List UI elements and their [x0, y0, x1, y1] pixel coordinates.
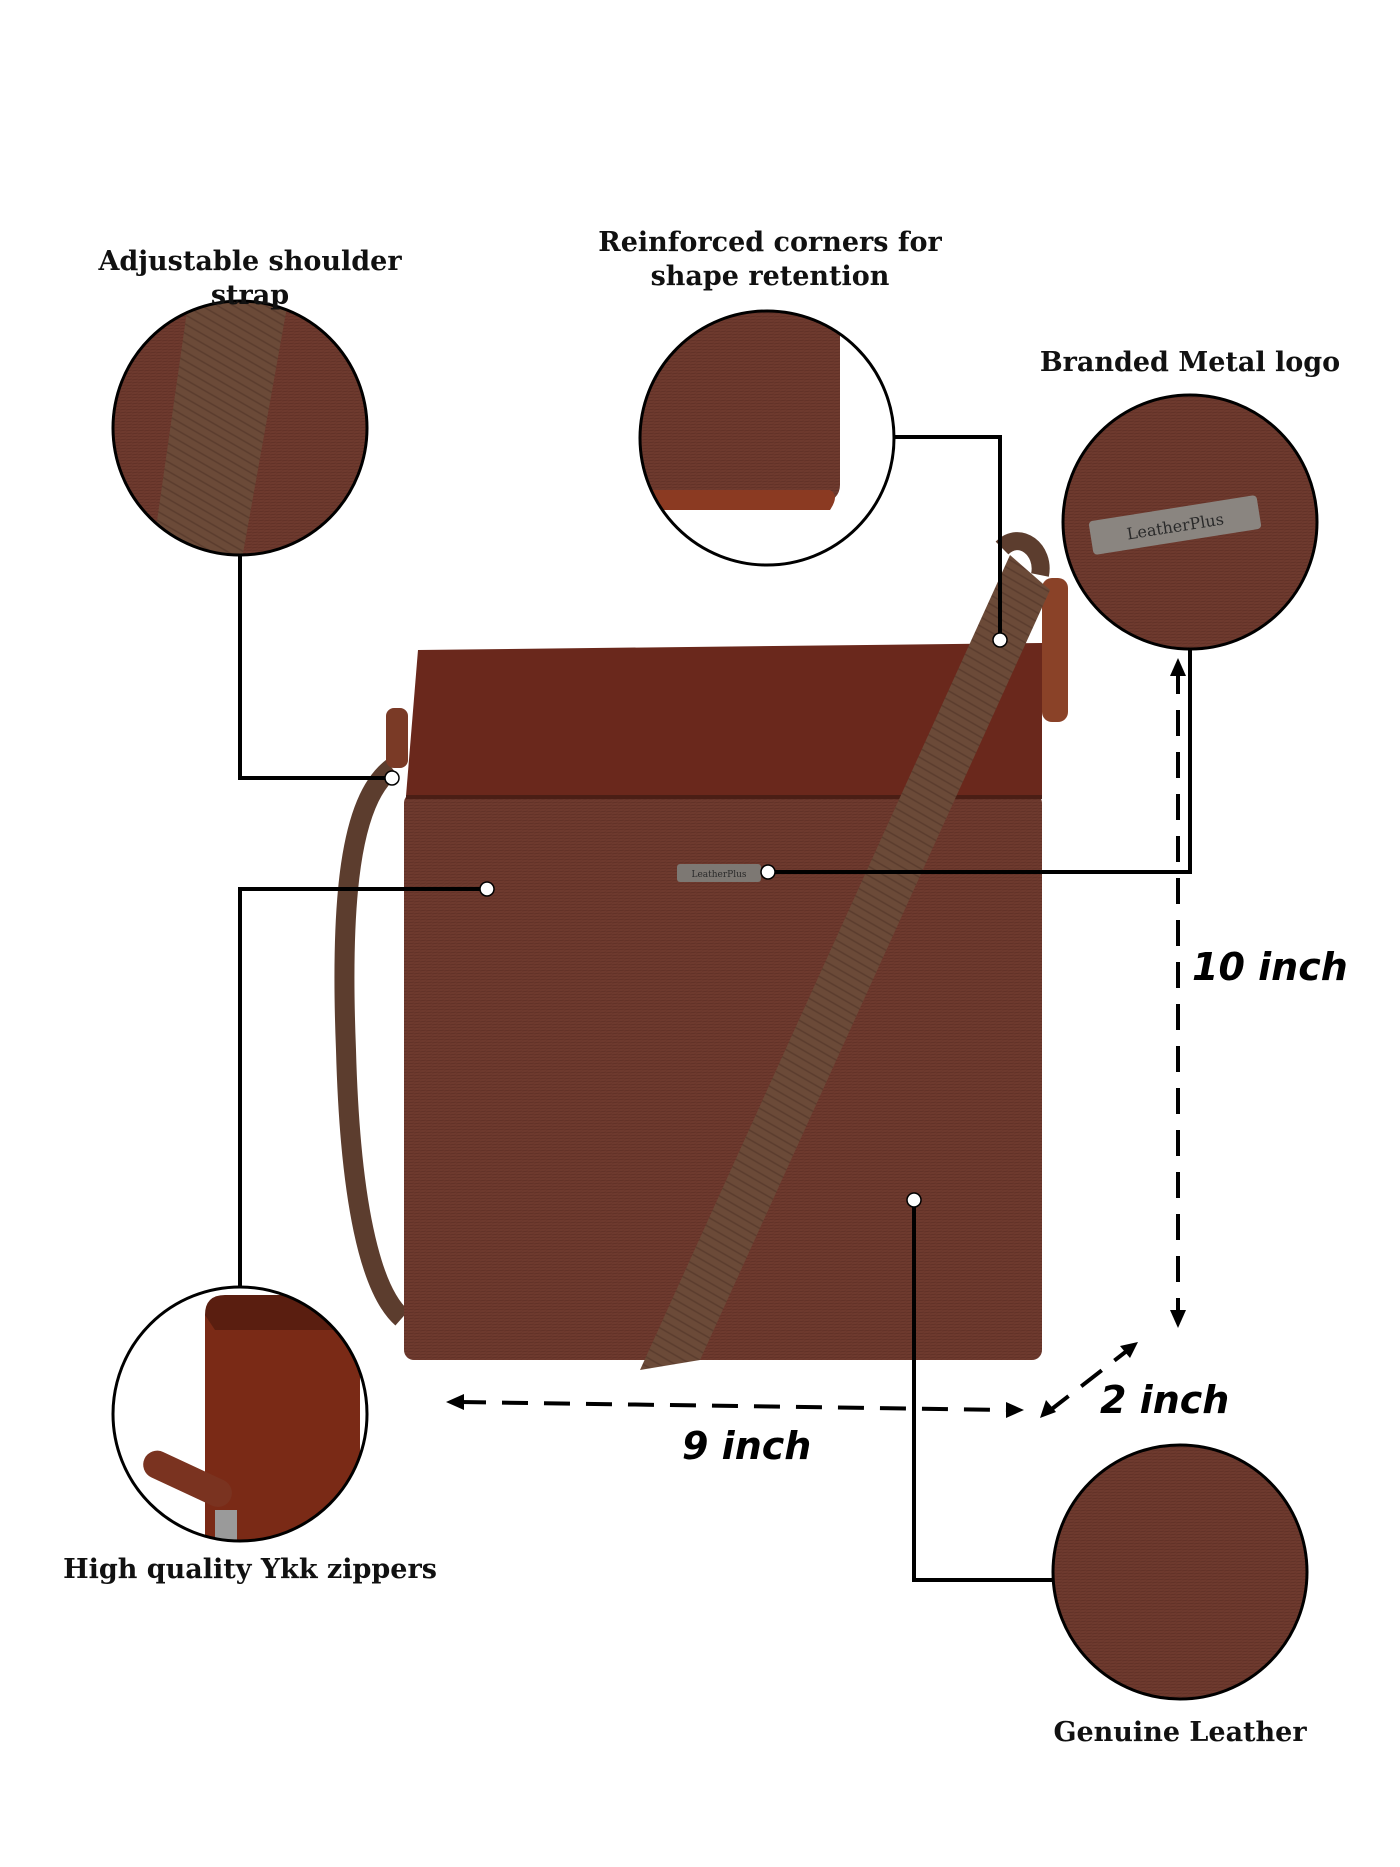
callout-lines — [238, 435, 1192, 1582]
detail-leather — [1051, 1443, 1309, 1701]
corner-callout-line — [894, 435, 1002, 640]
logo-callout-line — [768, 649, 1192, 874]
strap-left — [334, 760, 410, 1326]
arrow-heads — [446, 658, 1186, 1418]
feature-label-strap: Adjustable shoulder strap — [98, 246, 402, 311]
zipper-callout-line — [238, 887, 487, 1287]
dimension-width: 9 inch — [682, 1424, 812, 1468]
buckle-left — [386, 708, 408, 768]
depth-arrow — [1046, 1348, 1130, 1414]
detail-logo: LeatherPlus — [1061, 393, 1319, 651]
feature-label-zippers: High quality Ykk zippers — [63, 1554, 437, 1585]
detail-zipper — [111, 1285, 369, 1543]
strap-callout-line — [238, 555, 392, 780]
bag: LeatherPlus — [334, 532, 1068, 1370]
buckle-right — [1042, 578, 1068, 722]
feature-label-corners: Reinforced corners for shape retention — [580, 226, 960, 294]
feature-label-leather: Genuine Leather — [1053, 1717, 1307, 1748]
strap-diagonal — [640, 555, 1050, 1370]
detail-corner — [638, 309, 896, 567]
feature-label-logo: Branded Metal logo — [1039, 347, 1341, 378]
metal-logo-text: LeatherPlus — [691, 870, 746, 880]
width-arrow — [459, 1400, 1011, 1412]
dimension-arrows — [459, 668, 1180, 1414]
detail-strap — [111, 299, 369, 557]
metal-logo-plate — [677, 864, 761, 882]
callout-dots — [384, 632, 1008, 1208]
feature-label-corners-line1: Reinforced corners for — [598, 227, 942, 258]
feature-label-corners-line2: shape retention — [650, 260, 890, 292]
dimension-depth: 2 inch — [1100, 1378, 1230, 1422]
bag-flap — [406, 643, 1042, 796]
leather-callout-line — [912, 1200, 1053, 1582]
dimension-height: 10 inch — [1192, 945, 1348, 989]
